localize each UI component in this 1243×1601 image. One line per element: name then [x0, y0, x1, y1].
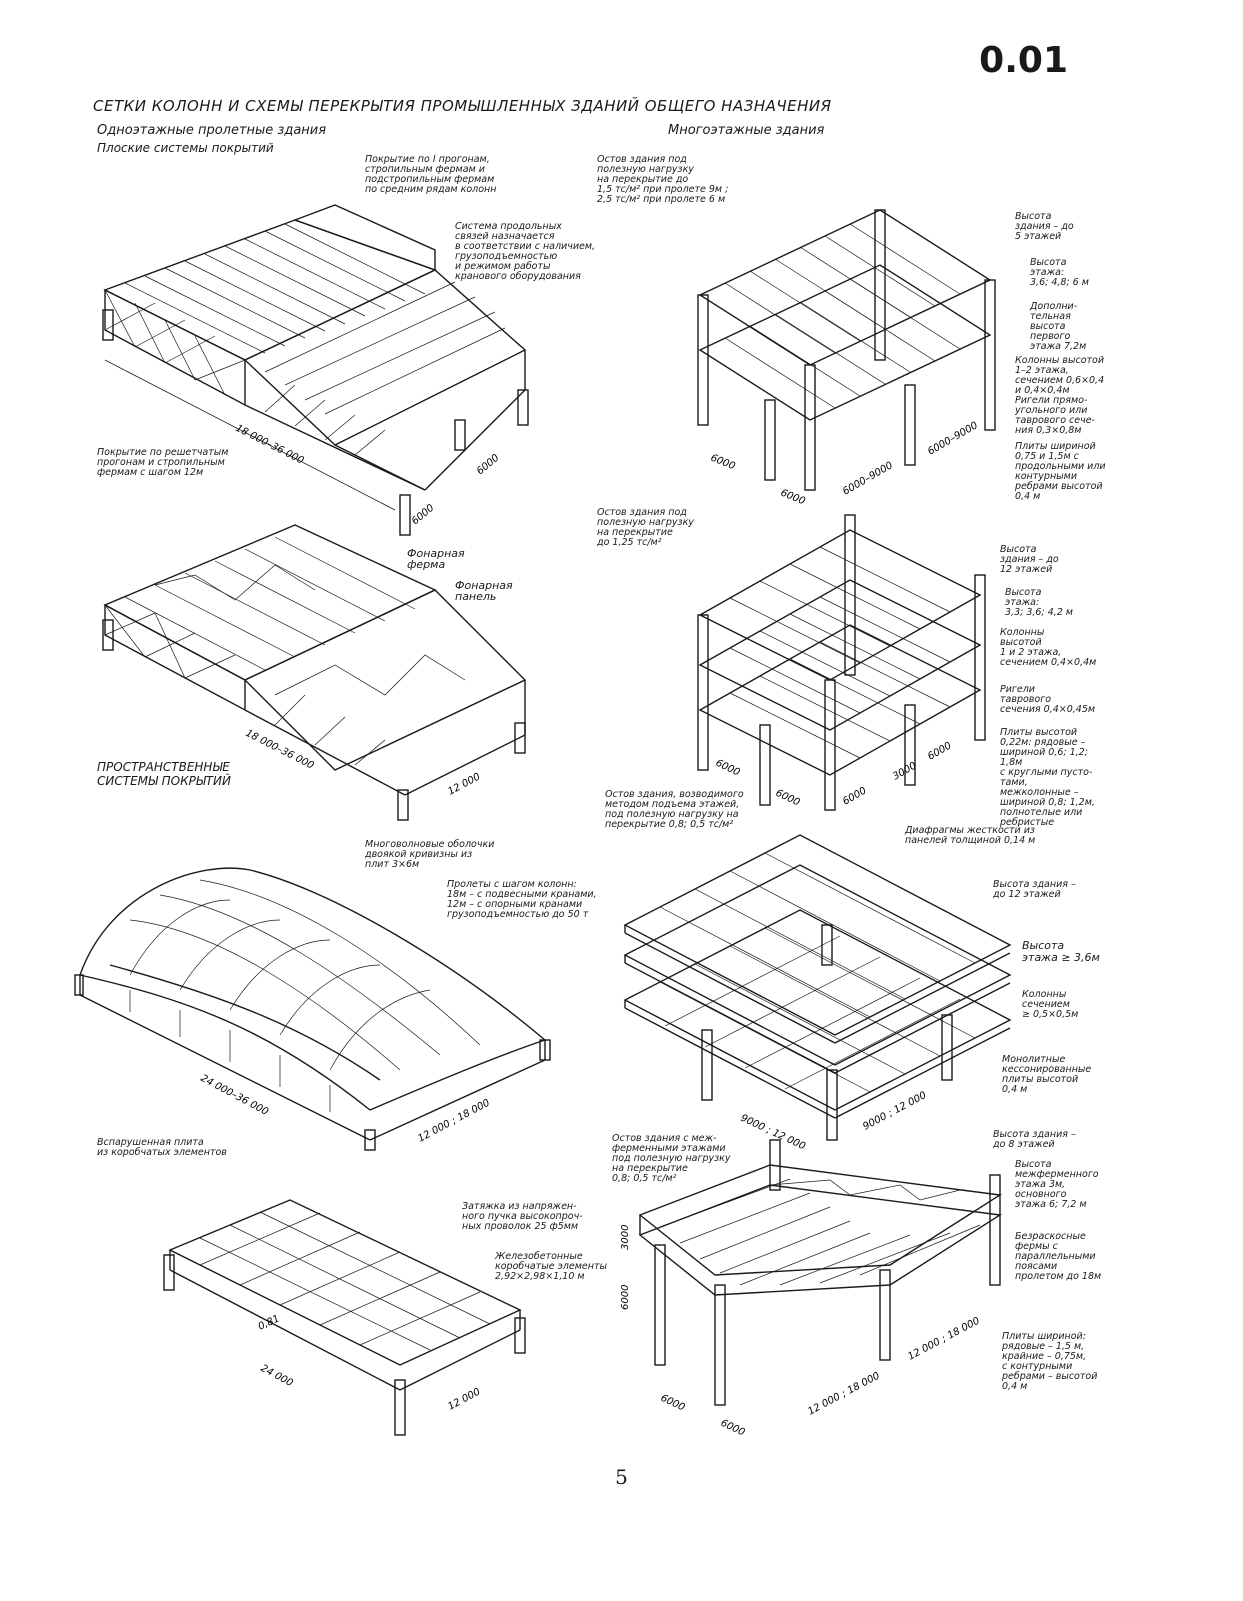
fig2-note-b: Фонарная панель — [455, 579, 513, 603]
fig3-note-side: Пролеты с шагом колонн: 18м – с подвесны… — [447, 879, 597, 920]
m1-note-2: Высота этажа: 3,6; 4,8; 6 м — [1030, 257, 1089, 288]
m3-note-1: Высота здания – до 12 этажей — [993, 879, 1076, 900]
m1-note-top: Остов здания под полезную нагрузку на пе… — [597, 154, 729, 205]
dim-span: 24 000–36 000 — [199, 1073, 270, 1118]
figure-shell-roof: 24 000–36 000 12 000 ; 18 000 — [74, 867, 551, 1151]
dim-1: 6000 — [709, 453, 737, 473]
fig4-note-a: Затяжка из напряжен- ного пучка высокопр… — [462, 1201, 583, 1232]
m2-note-3: Колонны высотой 1 и 2 этажа, сечением 0,… — [1000, 627, 1097, 668]
figure-lift-slab: 9000 ; 12 000 9000 ; 12 000 — [623, 834, 1012, 1152]
dim-span: 18 000–36 000 — [234, 423, 306, 467]
dim-4: 12 000 ; 18 000 — [906, 1316, 982, 1363]
dim-span: 24 000 — [259, 1363, 295, 1389]
m3-note-2: Высота этажа ≥ 3,6м — [1022, 939, 1100, 964]
dim-3: 6000–9000 — [841, 460, 895, 497]
fig3-note-top: Многоволновые оболочки двоякой кривизны … — [365, 839, 495, 870]
dim-2: 6000 — [774, 788, 802, 809]
dim-3: 6000 — [841, 785, 869, 807]
m2-note-5: Плиты высотой 0,22м: рядовые – шириной 0… — [1000, 727, 1095, 828]
figure-interfarm-frame: 6000 6000 12 000 ; 18 000 12 000 ; 18 00… — [620, 1139, 1003, 1438]
m1-note-1: Высота здания – до 5 этажей — [1015, 211, 1074, 242]
right-heading: Многоэтажные здания — [668, 123, 825, 138]
left-heading: Одноэтажные пролетные здания — [97, 123, 327, 138]
m2-note-1: Высота здания – до 12 этажей — [1000, 544, 1059, 575]
m1-note-5: Плиты шириной 0,75 и 1,5м с продольными … — [1015, 441, 1106, 502]
fig4-note-left: Вспарушенная плита из коробчатых элемент… — [97, 1137, 227, 1158]
sheet-code: 0.01 — [979, 40, 1068, 81]
dim-a: 12 000 — [446, 1387, 482, 1413]
fig1-note-left: Покрытие по решетчатым прогонам и стропи… — [97, 447, 229, 478]
m2-note-4: Ригели таврового сечения 0,4×0,45м — [1000, 684, 1096, 715]
m3-note-3: Колонны сечением ≥ 0,5×0,5м — [1022, 989, 1079, 1020]
dim-2: 6000 — [719, 1418, 747, 1439]
dim-b: 6000 — [475, 453, 502, 478]
fig2-note-a: Фонарная ферма — [407, 547, 465, 571]
dim-2: 6000 — [779, 488, 807, 508]
dim-4: 6000–9000 — [926, 420, 980, 457]
m3-note-top: Остов здания, возводимого методом подъем… — [605, 789, 744, 830]
space-heading: ПРОСТРАНСТВЕННЫЕ СИСТЕМЫ ПОКРЫТИЙ — [97, 760, 231, 788]
figure-frame-5-storey: 6000 6000 6000–9000 6000–9000 — [697, 209, 996, 508]
dim-a: 12 000 — [446, 772, 482, 798]
m4-note-top: Остов здания с меж- ферменными этажами п… — [612, 1133, 731, 1184]
dim-1: 6000 — [659, 1393, 687, 1414]
figure-frame-12-storey: 6000 6000 6000 3000 6000 — [697, 514, 986, 811]
m2-note-2: Высота этажа: 3,3; 3,6; 4,2 м — [1005, 587, 1073, 618]
figure-flat-truss-1: 18 000–36 000 6000 6000 — [102, 204, 529, 536]
m1-note-3: Дополни- тельная высота первого этажа 7,… — [1030, 301, 1087, 352]
dim-1: 6000 — [714, 758, 742, 779]
fig1-note-side: Система продольных связей назначается в … — [455, 221, 596, 282]
dim-a: 12 000 ; 18 000 — [416, 1098, 492, 1145]
left-subheading: Плоские системы покрытий — [97, 141, 274, 155]
dim-span: 18 000–36 000 — [244, 728, 316, 772]
figure-lantern-truss: 18 000–36 000 12 000 — [102, 524, 527, 821]
dim-5: 3000 — [620, 1225, 631, 1250]
dim-5: 6000 — [926, 740, 954, 762]
m2-note-bottom: Диафрагмы жесткости из панелей толщиной … — [905, 825, 1036, 846]
m2-note-top: Остов здания под полезную нагрузку на пе… — [597, 507, 694, 548]
dim-6: 6000 — [620, 1285, 631, 1310]
m4-note-2: Высота межферменного этажа 3м, основного… — [1015, 1159, 1099, 1210]
page-number: 5 — [615, 1465, 628, 1489]
m4-note-3: Безраскосные фермы с параллельными пояса… — [1015, 1231, 1102, 1282]
dim-2: 9000 ; 12 000 — [861, 1090, 928, 1133]
m4-note-4: Плиты шириной: рядовые – 1,5 м, крайние … — [1002, 1331, 1098, 1392]
m3-note-4: Монолитные кессонированные плиты высотой… — [1002, 1054, 1092, 1095]
page-title: СЕТКИ КОЛОНН И СХЕМЫ ПЕРЕКРЫТИЯ ПРОМЫШЛЕ… — [93, 97, 832, 115]
m1-note-4: Колонны высотой 1–2 этажа, сечением 0,6×… — [1015, 355, 1105, 436]
m4-note-1: Высота здания – до 8 этажей — [993, 1129, 1076, 1150]
figure-box-slab: 24 000 12 000 0,81 — [163, 1199, 526, 1436]
dim-3: 12 000 ; 18 000 — [806, 1371, 882, 1418]
fig1-note-top: Покрытие по I прогонам, стропильным ферм… — [365, 154, 497, 195]
fig4-note-b: Железобетонные коробчатые элементы 2,92×… — [495, 1251, 607, 1282]
dim-c: 0,81 — [257, 1313, 282, 1332]
